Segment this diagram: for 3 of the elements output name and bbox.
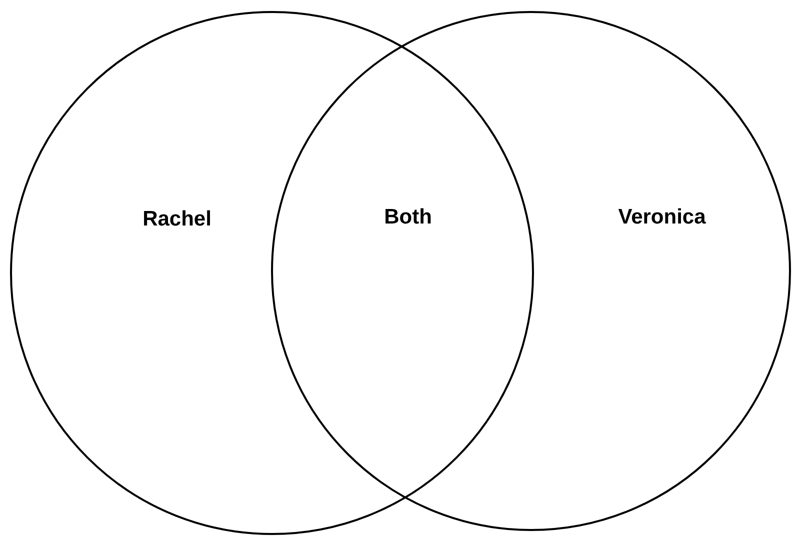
set-label: Rachel [142,206,212,232]
set-label: Veronica [618,204,706,230]
intersection-label: Both [384,204,432,230]
